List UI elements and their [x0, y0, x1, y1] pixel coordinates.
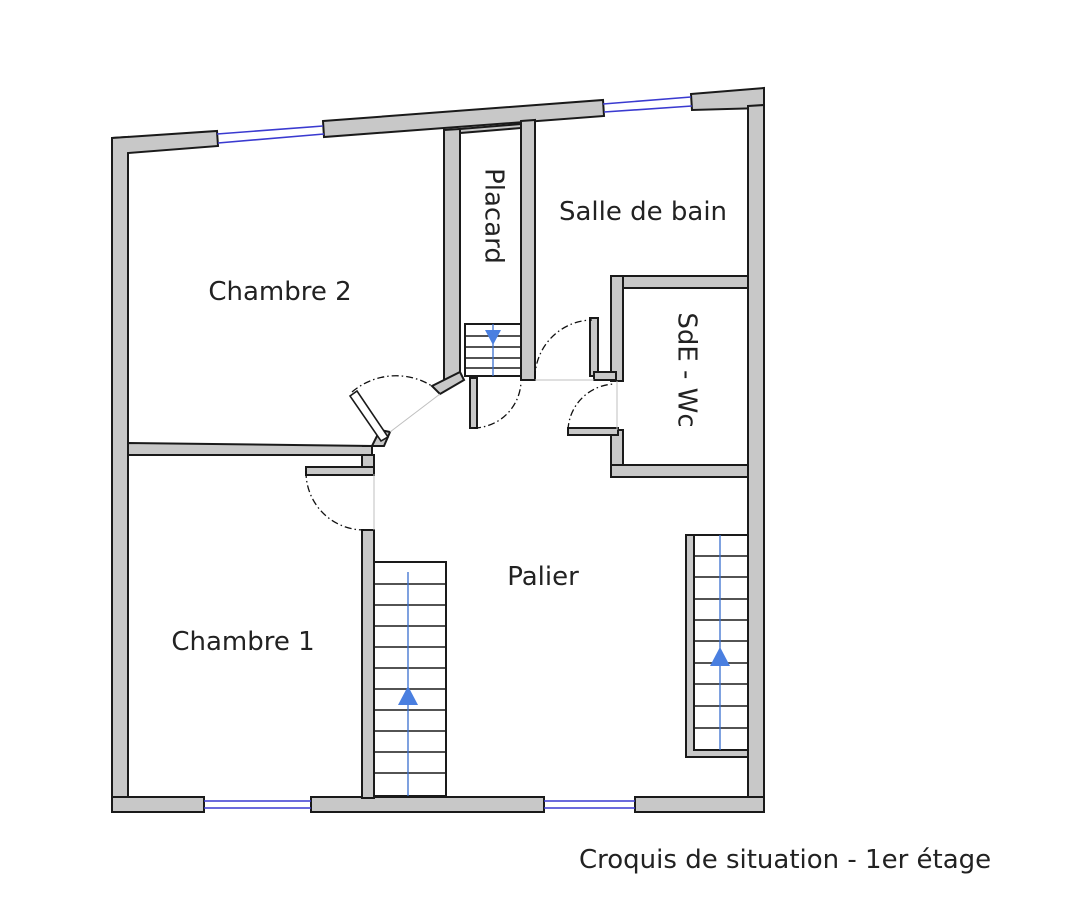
wall-bottom-left — [111, 796, 205, 813]
door-swings — [305, 319, 615, 531]
wall-sde-door-stub — [567, 427, 619, 436]
wall-chambre2-right — [443, 127, 461, 386]
window-top-left — [216, 125, 324, 135]
wall-top-middle — [321, 98, 606, 139]
label-placard: Placard — [479, 168, 509, 264]
window-top-right — [602, 96, 692, 105]
door-swing-chambre2 — [351, 375, 433, 393]
wall-bottom-right — [634, 796, 765, 813]
wall-chambre2-bottom — [127, 441, 373, 456]
label-chambre2: Chambre 2 — [208, 277, 351, 307]
label-sde-wc: SdE - Wc — [672, 312, 702, 427]
stair-arrow-up-right-icon — [710, 647, 730, 666]
stair-palier-right — [685, 534, 749, 758]
label-palier: Palier — [507, 562, 579, 592]
wall-sdb-bottom — [610, 275, 749, 289]
wall-chambre1-right — [361, 529, 375, 799]
wall-sde-left — [610, 275, 624, 382]
wall-placard-door-stub — [469, 377, 478, 429]
wall-bottom-middle — [310, 796, 545, 813]
stair-right-frame — [693, 534, 749, 751]
wall-right — [747, 103, 765, 813]
wall-top-left — [111, 129, 220, 799]
room-labels: Chambre 2 Placard Salle de bain SdE - Wc… — [171, 168, 727, 657]
stair-left-frame — [373, 561, 447, 797]
door-leaf-chambre2 — [348, 389, 390, 443]
window-top-left — [217, 133, 325, 144]
wall-sde-bottom — [610, 464, 749, 478]
wall-placard-top — [459, 122, 522, 135]
windows — [204, 96, 693, 809]
stair-arrow-up-icon — [398, 686, 418, 705]
stair-placard — [464, 323, 522, 377]
wall-chambre1-door-stub — [305, 466, 375, 476]
wall-placard-corner — [430, 370, 466, 396]
plan-caption: Croquis de situation - 1er étage — [579, 845, 992, 875]
wall-placard-right — [520, 118, 536, 381]
stair-arrow-down-icon — [485, 330, 501, 345]
door-swing-corridor — [473, 381, 522, 429]
door-swing-sdb — [534, 319, 593, 379]
wall-sdb-door-stub — [589, 317, 599, 377]
door-swing-chambre1 — [305, 470, 365, 531]
door-openings — [373, 379, 618, 530]
inner-walls — [127, 118, 749, 799]
door-swing-sde — [567, 383, 615, 431]
wall-sdb-door-stub-low — [593, 371, 617, 381]
label-salle-de-bain: Salle de bain — [559, 197, 727, 227]
outer-walls — [111, 86, 765, 813]
label-chambre1: Chambre 1 — [171, 627, 314, 657]
stair-palier-left — [373, 561, 447, 797]
window-top-right — [603, 105, 693, 113]
